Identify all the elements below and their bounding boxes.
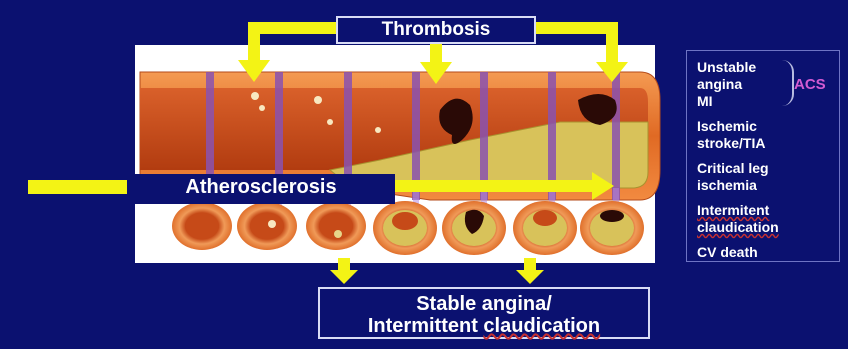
outcome-claudication: Intermitent claudication xyxy=(697,202,829,236)
acs-line-3: MI xyxy=(697,93,829,110)
cross-section-2 xyxy=(237,202,297,250)
stable-angina-label: Stable angina/ Intermittent claudication xyxy=(318,287,650,339)
cross-section-4 xyxy=(373,201,437,255)
cross-section-7 xyxy=(580,201,644,255)
outcome-claud-line-1: Intermitent xyxy=(697,202,829,219)
acs-label: ACS xyxy=(794,76,826,93)
acs-brace xyxy=(782,60,794,106)
outcome-stroke-line-2: stroke/TIA xyxy=(697,135,829,152)
atherosclerosis-label: Atherosclerosis xyxy=(127,174,395,204)
outcome-stroke: Ischemic stroke/TIA xyxy=(697,118,829,152)
acs-line-1: Unstable xyxy=(697,59,829,76)
outcome-stroke-line-1: Ischemic xyxy=(697,118,829,135)
outcome-leg-ischemia: Critical leg ischemia xyxy=(697,160,829,194)
stable-line-2a: Intermittent xyxy=(368,315,484,337)
stable-line-2b: claudication xyxy=(483,315,600,337)
outcome-cv-death: CV death xyxy=(697,244,829,261)
outcome-leg-line-2: ischemia xyxy=(697,177,829,194)
cross-section-1 xyxy=(172,202,232,250)
thrombosis-label: Thrombosis xyxy=(336,16,536,44)
outcome-claud-line-2: claudication xyxy=(697,219,829,236)
cross-section-6 xyxy=(513,201,577,255)
stable-arrows xyxy=(330,258,544,284)
outcome-cv-line-1: CV death xyxy=(697,244,829,261)
stable-line-2: Intermittent claudication xyxy=(320,315,648,337)
stable-line-1: Stable angina/ xyxy=(320,293,648,315)
cross-section-5 xyxy=(442,201,506,255)
cross-sections xyxy=(172,201,644,255)
cross-section-3 xyxy=(306,202,366,250)
outcome-leg-line-1: Critical leg xyxy=(697,160,829,177)
